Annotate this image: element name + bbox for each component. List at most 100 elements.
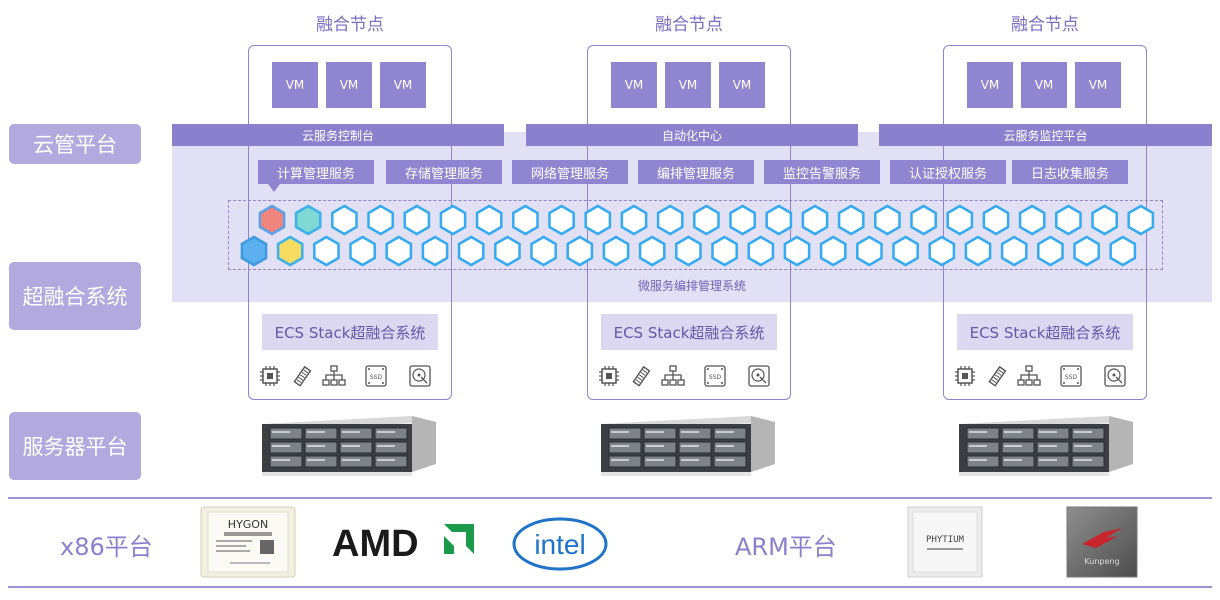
hardware-icons-1: SSD bbox=[256, 362, 446, 392]
cpu-icon bbox=[256, 362, 284, 390]
microservice-label: 微服务编排管理系统 bbox=[637, 279, 746, 293]
amd-logo: AMD bbox=[330, 518, 480, 565]
hdd-icon bbox=[406, 362, 434, 390]
microservice-hexagon bbox=[892, 235, 919, 267]
ssd-text: SSD bbox=[709, 374, 722, 381]
microservice-hexagon bbox=[548, 204, 575, 236]
hardware-icons-3: SSD bbox=[951, 362, 1141, 392]
microservice-hexagon bbox=[258, 204, 286, 236]
microservice-hexagon bbox=[385, 235, 413, 267]
platform-divider-top bbox=[8, 497, 1212, 499]
microservice-hexagon bbox=[512, 204, 539, 236]
microservice-hexagon bbox=[1091, 204, 1118, 236]
microservice-hexagon bbox=[801, 204, 829, 236]
microservice-hexagon bbox=[747, 235, 775, 267]
arm-platform-label: ARM平台 bbox=[735, 533, 837, 561]
microservice-hexagon bbox=[1073, 235, 1100, 267]
memory-icon bbox=[983, 362, 1011, 390]
kunpeng-logo: Kunpeng bbox=[1066, 506, 1138, 578]
microservice-hexagon bbox=[729, 204, 756, 236]
band-cloud-console: 云服务控制台 bbox=[172, 124, 504, 146]
ecs-stack-label-2: ECS Stack超融合系统 bbox=[601, 314, 777, 350]
layer-label-hci: 超融合系统 bbox=[9, 262, 141, 330]
microservice-hexagon bbox=[946, 204, 974, 236]
microservice-hexagon bbox=[1055, 204, 1082, 236]
network-icon bbox=[1015, 362, 1043, 390]
microservice-hexagon bbox=[837, 204, 865, 236]
service-monitoring: 监控告警服务 bbox=[764, 160, 880, 184]
microservice-hexagon bbox=[620, 204, 648, 236]
vm-box: VM bbox=[1075, 62, 1121, 108]
microservice-hexagon bbox=[675, 235, 702, 267]
service-network: 网络管理服务 bbox=[512, 160, 628, 184]
layer-label-server: 服务器平台 bbox=[9, 412, 141, 480]
kunpeng-bird-icon bbox=[1082, 528, 1122, 548]
microservice-hexagon bbox=[1037, 235, 1064, 267]
microservice-hexagon bbox=[1127, 204, 1155, 236]
microservice-hexagon bbox=[403, 204, 431, 236]
microservice-hexagon bbox=[240, 235, 268, 267]
ssd-icon: SSD bbox=[701, 362, 729, 390]
hygon-brand: HYGON bbox=[228, 518, 268, 531]
microservice-hexagon bbox=[367, 204, 394, 236]
band-cloud-monitoring: 云服务监控平台 bbox=[879, 124, 1212, 146]
microservice-hexagon bbox=[819, 235, 847, 267]
microservice-hexagon bbox=[294, 204, 322, 236]
intel-logo: intel bbox=[510, 514, 610, 574]
memory-icon bbox=[288, 362, 316, 390]
microservice-grid bbox=[228, 200, 1163, 270]
hygon-logo: HYGON bbox=[200, 506, 296, 578]
service-logging: 日志收集服务 bbox=[1012, 160, 1128, 184]
hexagon-grid bbox=[240, 204, 1155, 267]
vm-box: VM bbox=[1021, 62, 1067, 108]
platform-divider-bottom bbox=[8, 586, 1212, 588]
microservice-hexagon bbox=[783, 235, 811, 267]
ssd-text: SSD bbox=[1065, 374, 1078, 381]
ecs-stack-label-3: ECS Stack超融合系统 bbox=[957, 314, 1133, 350]
cpu-icon bbox=[951, 362, 979, 390]
phytium-brand: PHYTIUM bbox=[926, 535, 965, 545]
vm-box: VM bbox=[326, 62, 372, 108]
server-image-1 bbox=[262, 412, 436, 478]
microservice-hexagon bbox=[1018, 204, 1046, 236]
vm-box: VM bbox=[967, 62, 1013, 108]
microservice-hexagon bbox=[928, 235, 956, 267]
microservice-hexagon bbox=[276, 235, 304, 267]
microservice-hexagon bbox=[656, 204, 684, 236]
vm-box: VM bbox=[665, 62, 711, 108]
microservice-hexagon bbox=[566, 235, 594, 267]
phytium-logo: PHYTIUM bbox=[907, 506, 983, 578]
service-orchestration: 编排管理服务 bbox=[638, 160, 754, 184]
x86-platform-label: x86平台 bbox=[60, 533, 153, 561]
microservice-hexagon bbox=[964, 235, 992, 267]
service-storage: 存储管理服务 bbox=[386, 160, 502, 184]
vm-box: VM bbox=[272, 62, 318, 108]
server-image-3 bbox=[959, 412, 1133, 478]
amd-arrow-icon bbox=[444, 524, 474, 554]
microservice-hexagon bbox=[457, 235, 485, 267]
ssd-icon: SSD bbox=[362, 362, 390, 390]
microservice-hexagon bbox=[421, 235, 449, 267]
microservice-hexagon bbox=[349, 235, 376, 267]
microservice-hexagon bbox=[638, 235, 666, 267]
node-title-1: 融合节点 bbox=[316, 15, 384, 35]
ssd-text: SSD bbox=[370, 374, 383, 381]
microservice-hexagon bbox=[1109, 235, 1137, 267]
ssd-icon: SSD bbox=[1057, 362, 1085, 390]
hardware-icons-2: SSD bbox=[595, 362, 785, 392]
cpu-icon bbox=[595, 362, 623, 390]
network-icon bbox=[320, 362, 348, 390]
microservice-hexagon bbox=[910, 204, 937, 236]
microservice-hexagon bbox=[693, 204, 720, 236]
microservice-hexagon bbox=[765, 204, 793, 236]
intel-text: intel bbox=[534, 529, 585, 560]
network-icon bbox=[659, 362, 687, 390]
microservice-hexagon bbox=[711, 235, 738, 267]
vm-box: VM bbox=[611, 62, 657, 108]
hdd-icon bbox=[1101, 362, 1129, 390]
hdd-icon bbox=[745, 362, 773, 390]
microservice-hexagon bbox=[874, 204, 901, 236]
layer-label-cloud: 云管平台 bbox=[9, 124, 141, 164]
microservice-hexagon bbox=[494, 235, 521, 267]
microservice-hexagon bbox=[584, 204, 612, 236]
